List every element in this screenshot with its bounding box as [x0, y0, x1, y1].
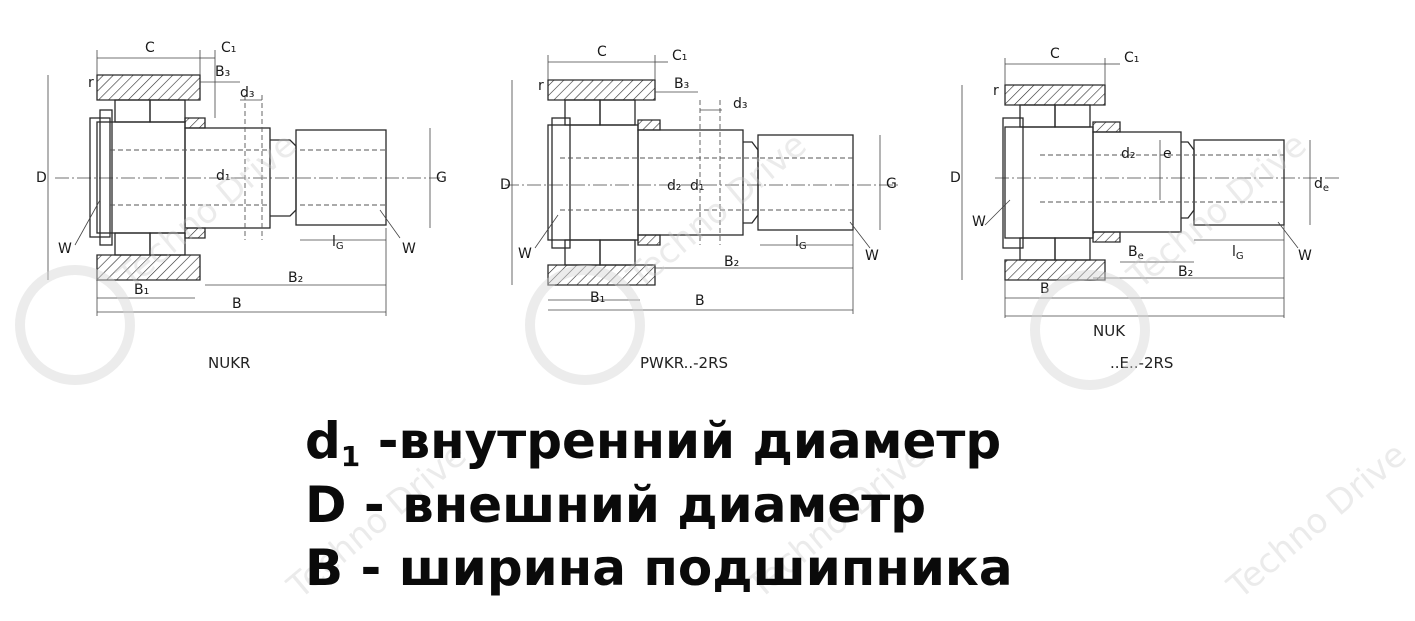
- dim-c1-label: C₁: [221, 40, 236, 56]
- dim-e-label: e: [1163, 146, 1172, 162]
- dim-c-label: C: [1050, 46, 1060, 62]
- dim-outer-d-label: D: [500, 177, 511, 193]
- dim-r-label: r: [88, 75, 94, 91]
- dim-lg-label: lG: [1232, 244, 1244, 262]
- legend: d1 -внутренний диаметр D - внешний диаме…: [305, 412, 1013, 597]
- diagram-nukr-e-2rs: C C₁ r D d₂ e de W W Be lG B₂ B NUK ..E.…: [950, 46, 1340, 372]
- dim-d3-label: d₃: [733, 96, 748, 112]
- dim-w-left-label: W: [58, 241, 72, 257]
- dim-lg-label: lG: [332, 234, 344, 252]
- dim-d3-label: d₃: [240, 85, 255, 101]
- diagram-caption-nukr: NUKR: [208, 354, 250, 372]
- dim-b-label: B: [1040, 281, 1050, 297]
- dim-b2-label: B₂: [1178, 264, 1193, 280]
- dim-w-right-label: W: [1298, 248, 1312, 264]
- dim-b2-label: B₂: [724, 254, 739, 270]
- watermark-text: Techno Drive: [1119, 125, 1314, 298]
- legend-line-d1: d1 -внутренний диаметр: [305, 412, 1001, 473]
- dim-outer-d-label: D: [36, 170, 47, 186]
- dim-d1-label: d₁: [216, 168, 231, 184]
- diagram-caption-pwkr: PWKR..-2RS: [640, 354, 728, 372]
- dim-outer-d-label: D: [950, 170, 961, 186]
- dim-be-label: Be: [1128, 244, 1144, 262]
- dim-b-label: B: [232, 296, 242, 312]
- legend-line-b: B - ширина подшипника: [305, 539, 1013, 597]
- dim-c-label: C: [145, 40, 155, 56]
- dim-b3-label: B₃: [215, 64, 230, 80]
- dim-d1-label: d₁: [690, 178, 705, 194]
- dim-d2-label: d₂: [667, 178, 682, 194]
- dim-w-left-label: W: [518, 246, 532, 262]
- watermark-text: Techno Drive: [619, 125, 814, 298]
- dim-d2-label: d₂: [1121, 146, 1136, 162]
- dim-c1-label: C₁: [1124, 50, 1139, 66]
- dim-w-right-label: W: [865, 248, 879, 264]
- dim-b3-label: B₃: [674, 76, 689, 92]
- dim-b1-label: B₁: [590, 290, 605, 306]
- watermark-text: Techno Drive: [109, 125, 304, 298]
- watermark-text: Techno Drive: [1219, 435, 1414, 608]
- dim-b2-label: B₂: [288, 270, 303, 286]
- watermark-logo-icon: [15, 265, 135, 385]
- dim-c1-label: C₁: [672, 48, 687, 64]
- dim-b-label: B: [695, 293, 705, 309]
- watermark-logo-icon: [525, 265, 645, 385]
- dim-w-right-label: W: [402, 241, 416, 257]
- dim-r-label: r: [538, 78, 544, 94]
- diagram-caption-nukr-e-line2: ..E..-2RS: [1110, 354, 1173, 372]
- legend-line-outer-d: D - внешний диаметр: [305, 476, 926, 534]
- dim-de-label: de: [1314, 176, 1329, 194]
- dim-c-label: C: [597, 44, 607, 60]
- diagram-caption-nukr-e-line1: NUK: [1093, 322, 1126, 340]
- dim-w-left-label: W: [972, 214, 986, 230]
- diagram-nukr: C C₁ B₃ d₃ r D d₁ G lG W W B₁ B₂ B NUKR: [36, 40, 447, 372]
- dim-r-label: r: [993, 83, 999, 99]
- dim-g-label: G: [436, 170, 447, 186]
- diagram-pwkr-2rs: C C₁ B₃ d₃ r D d₂ d₁ G lG W W B₁ B₂ B PW…: [500, 44, 900, 372]
- dim-g-label: G: [886, 176, 897, 192]
- dim-lg-label: lG: [795, 234, 807, 252]
- watermark-logo-icon: [1030, 270, 1150, 390]
- dim-b1-label: B₁: [134, 282, 149, 298]
